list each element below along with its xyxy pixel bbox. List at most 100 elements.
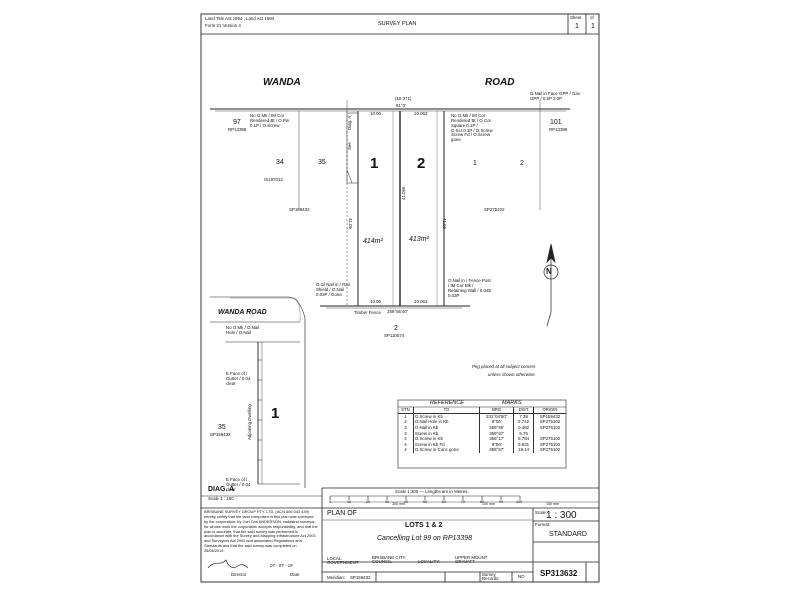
sheet-total: 1: [591, 23, 595, 30]
scale-tick: 90: [499, 500, 503, 504]
lot-2-number: 2: [417, 155, 426, 172]
locality-label: LOCALITY:: [418, 559, 441, 564]
table-cell: Screw in Kb: [412, 430, 480, 436]
diagram-sp: SP159432: [210, 432, 231, 437]
format-label: Format:: [535, 522, 551, 527]
table-cell: 9°06': [479, 419, 514, 425]
diagram-lot-number: 1: [271, 405, 280, 422]
meridian-value: SP159432: [350, 575, 371, 580]
table-cell: 19.14: [513, 447, 534, 453]
locality: UPPER MOUNT GRAVATT: [455, 555, 488, 565]
road-name-right: ROAD: [485, 77, 515, 88]
rp-101: RP13398: [549, 127, 568, 132]
scale-left-label: 300 mm: [392, 502, 405, 506]
table-cell: 4: [404, 447, 407, 453]
column-header: TO: [412, 407, 480, 414]
sheet-number: 1: [575, 23, 579, 30]
sp-left: SP159432: [289, 207, 310, 212]
sheet-label: Sheet: [570, 15, 582, 20]
table-cell: 2: [404, 419, 407, 425]
see-diagram-label: See: [347, 142, 352, 150]
peg-note-line-1: Peg placed at all subject corners: [472, 364, 536, 369]
date-label: Date: [290, 572, 300, 577]
diagram-a-reference: Diag. A: [347, 115, 352, 130]
diagram-road-name: WANDA ROAD: [218, 309, 267, 316]
table-cell: SP159432: [533, 413, 566, 420]
table-cell: 3: [404, 430, 407, 436]
local-government: BRISBANE CITY COUNCIL: [372, 555, 406, 565]
lot-97: 97: [233, 119, 241, 126]
side-dimension-right: 41.06: [442, 218, 447, 229]
local-government-label: LOCAL GOVERNMENT:: [327, 556, 360, 566]
scale-label: Scale:: [535, 510, 548, 515]
table-cell: SP275102: [533, 435, 566, 442]
sp-bottom: SP110574: [384, 333, 405, 338]
lots-heading: LOTS 1 & 2: [405, 522, 443, 529]
lot-35: 35: [318, 159, 326, 166]
table-cell: O.Screw in Kb: [412, 413, 480, 420]
reference-marks-table: STN TO BRG DIST ORIGIN 1 O.Screw in Kb 3…: [398, 407, 566, 453]
sheet-of: of: [590, 15, 594, 20]
cancelling-note: Cancelling Lot 99 on RP13398: [377, 535, 472, 542]
column-header: ORIGIN: [533, 407, 566, 414]
timber-fence-note: Timber Fence: [354, 310, 381, 315]
table-cell: 358°57': [479, 447, 514, 453]
rp-97: RP13398: [228, 127, 247, 132]
frontage-width-note: (10.371): [395, 96, 412, 101]
format-value: STANDARD: [549, 531, 587, 538]
scale-tick: 60: [442, 500, 446, 504]
diagram-note-face-1: E Face of / Gutter / 0.04 clear: [226, 371, 251, 386]
north-arrow-icon: N: [546, 267, 552, 276]
plan-number: SP313632: [540, 569, 578, 578]
table-cell: [533, 430, 566, 436]
table-cell: 4: [404, 441, 407, 447]
rear-dimension-lot1: 10.06: [370, 299, 381, 304]
sp-right: SP275102: [484, 207, 505, 212]
survey-records-value: NO: [518, 574, 525, 579]
table-cell: 3: [404, 425, 407, 431]
table-row: 4 O.Screw in Kb 355°17' 5.784 SP275102: [398, 435, 566, 442]
meridian-label: Meridian:: [327, 575, 346, 580]
table-cell: 5.784: [513, 435, 534, 442]
table-cell: SP275102: [533, 447, 566, 453]
scale-tick: 40: [404, 500, 408, 504]
diagram-title: DIAG. A: [208, 486, 235, 493]
side-dimension-left: 41.06: [348, 218, 353, 229]
table-cell: 7.38: [513, 413, 534, 420]
rear-bearing: 269°56'40": [387, 309, 409, 314]
corner-note-rear-right: O.Nail in / Fence Post / IM Cor Blk / Re…: [448, 278, 492, 298]
page-title: SURVEY PLAN: [378, 21, 417, 27]
scale-tick: 70: [461, 500, 465, 504]
table-cell: 331°04'50": [479, 413, 514, 420]
table-cell: SP275102: [533, 424, 566, 431]
table-row: 1 O.Screw in Kb 331°04'50" 7.38 SP159432: [398, 413, 566, 420]
adjoining-dwelling-note: Adjoining Dwelling: [247, 404, 252, 440]
table-cell: 9°56': [479, 441, 514, 448]
table-row: 3 O.Nail in Kb 259°56' 0.482 SP275102: [398, 424, 566, 431]
surveyor-certificate: BRISBANE SURVEY GROUP PTY. LTD. (ACN 606…: [204, 509, 318, 553]
diagram-scale: Scale 1 : 150: [208, 496, 234, 501]
scale-tick: 50: [423, 500, 427, 504]
table-row: 4 Screw in Kb Fd 9°56' 5.831 SP275102: [398, 441, 566, 448]
lot-101: 101: [550, 119, 562, 126]
table-cell: 259°56': [479, 424, 514, 431]
table-cell: 1: [404, 413, 407, 419]
scale-note: Scale 1:300 — Lengths are in Metres.: [395, 489, 469, 494]
survey-records-label: Survey Records:: [482, 572, 500, 582]
side-dimension-middle: 41.066: [401, 186, 406, 200]
table-cell: Screw in Kb Fd: [412, 441, 480, 448]
corner-note-top-left: No O.Mk / IM Cor Rendered Bt / O.Pin 0.1…: [250, 113, 290, 128]
is-reference: IS187012: [264, 177, 283, 182]
rear-dimension-lot2: 10.063: [414, 299, 428, 304]
peg-note-line-2: unless shown otherwise.: [488, 372, 536, 377]
scale-tick: 20: [366, 500, 370, 504]
director-label: Director: [231, 572, 247, 577]
scale-tick: 0: [329, 500, 331, 504]
table-cell: 4: [404, 436, 407, 442]
reference-title-right: MARKS: [502, 400, 522, 406]
table-cell: 355°17': [479, 435, 514, 442]
table-cell: O.Screw in Kb: [412, 435, 480, 442]
signature-scribble: [207, 559, 249, 569]
front-bearing: 91°0': [396, 103, 406, 108]
lot-1-number: 1: [370, 155, 379, 172]
